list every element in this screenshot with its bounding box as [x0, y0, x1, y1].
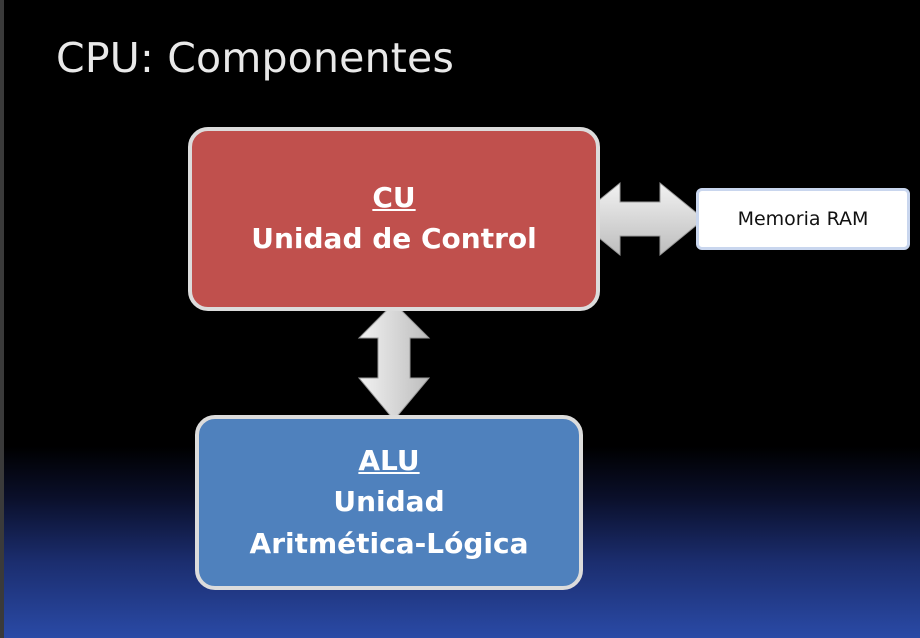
cu-alu-double-arrow — [357, 302, 431, 421]
cu-name: Unidad de Control — [251, 222, 537, 255]
slide-left-edge — [0, 0, 4, 638]
slide-title: CPU: Componentes — [56, 34, 455, 82]
alu-name-line2: Aritmética-Lógica — [249, 526, 529, 560]
alu-abbreviation: ALU — [358, 443, 420, 477]
memory-ram-box: Memoria RAM — [696, 188, 910, 250]
alu-box: ALU Unidad Aritmética-Lógica — [195, 415, 583, 590]
cu-abbreviation: CU — [372, 181, 416, 214]
control-unit-box: CU Unidad de Control — [188, 127, 600, 311]
alu-name-line1: Unidad — [333, 484, 445, 518]
